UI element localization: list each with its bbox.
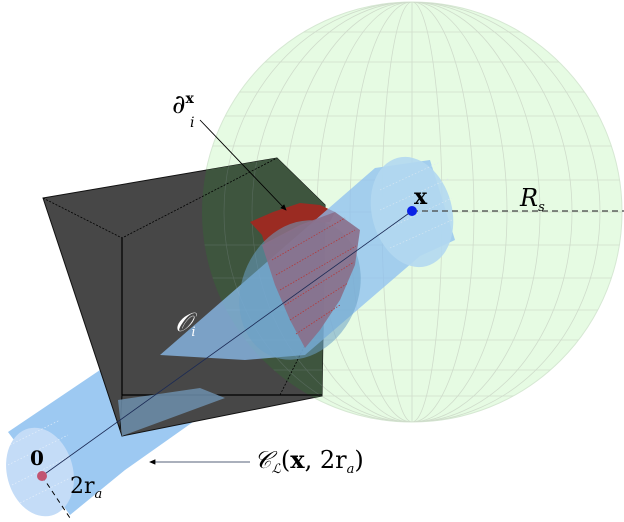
label-boundary: ∂x xyxy=(172,90,194,120)
label-obstacle: 𝒪i xyxy=(175,308,196,340)
label-origin: 0 xyxy=(30,446,44,470)
cylinder-body-upper xyxy=(160,156,455,360)
label-point-x: x xyxy=(414,184,428,210)
point-x xyxy=(407,206,417,216)
point-origin xyxy=(37,471,47,481)
label-cylinder: 𝒞ℒ(x, 2ra) xyxy=(254,445,364,477)
label-radius: Rs xyxy=(520,184,545,215)
cylinder-axis xyxy=(41,210,413,477)
label-boundary-sub: i xyxy=(190,115,195,131)
boundary-arrow xyxy=(199,119,287,211)
label-diameter: 2ra xyxy=(70,474,103,502)
